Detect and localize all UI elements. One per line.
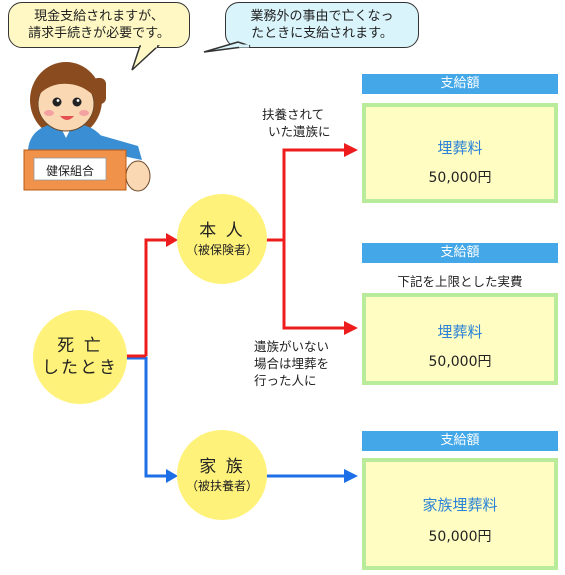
node-family-title: 家 族 (199, 457, 245, 477)
node-self-title: 本 人 (199, 221, 245, 241)
annotation-no-family-line-2: 場合は埋葬を (254, 356, 330, 371)
node-family: 家 族 （被扶養者） (177, 430, 267, 520)
node-self-sub: （被保険者） (185, 243, 258, 257)
benefit-2-note: 下記を上限とした実費 (362, 272, 558, 292)
bubble-left-line-2: 請求手続きが必要です。 (28, 26, 170, 41)
annotation-dependents-line-1: 扶養されて (262, 107, 325, 122)
speech-bubble-left: 現金支給されますが、 請求手続きが必要です。 (8, 2, 190, 48)
node-family-sub: （被扶養者） (185, 479, 258, 493)
benefit-3-header: 支給額 (362, 431, 558, 451)
blue-connectors (123, 356, 344, 478)
bubble-tails (131, 41, 251, 71)
annotation-no-family-line-1: 遺族がいない (254, 339, 330, 354)
node-death-line-2: したとき (42, 358, 118, 378)
benefit-1-amount: 50,000円 (428, 170, 492, 186)
node-self: 本 人 （被保険者） (177, 194, 267, 284)
bubble-right-line-1: 業務外の事由で亡くなっ (250, 9, 394, 24)
red-connectors (144, 148, 344, 356)
benefit-2-header: 支給額 (362, 243, 558, 263)
staff-person-illustration (28, 62, 151, 192)
benefit-3-amount: 50,000円 (428, 529, 492, 545)
benefit-1-label: 埋葬料 (437, 139, 483, 157)
node-death: 死 亡 したとき (33, 310, 127, 404)
red-arrowheads (166, 143, 358, 335)
benefit-3-label: 家族埋葬料 (422, 496, 498, 514)
benefit-2-amount: 50,000円 (428, 354, 492, 370)
speech-bubble-right: 業務外の事由で亡くなっ たときに支給されます。 (225, 2, 419, 48)
annotation-dependents: 扶養されて いた遺族に (262, 106, 331, 140)
blue-arrowheads (166, 469, 358, 483)
sign-text: 健保組合 (45, 164, 94, 178)
node-death-line-1: 死 亡 (57, 336, 103, 356)
annotation-dependents-line-2: いた遺族に (268, 124, 331, 139)
bubble-right-line-2: たときに支給されます。 (251, 26, 393, 41)
benefit-1-box: 埋葬料 50,000円 (362, 103, 558, 203)
benefit-1-header: 支給額 (362, 74, 558, 94)
sign-board (23, 149, 127, 191)
annotation-no-family-line-3: 行った人に (254, 373, 317, 388)
benefit-2-box: 埋葬料 50,000円 (362, 293, 558, 385)
benefit-3-box: 家族埋葬料 50,000円 (362, 458, 558, 570)
bubble-left-line-1: 現金支給されますが、 (34, 9, 164, 24)
benefit-2-label: 埋葬料 (437, 323, 483, 341)
annotation-no-family: 遺族がいない 場合は埋葬を 行った人に (254, 338, 329, 389)
